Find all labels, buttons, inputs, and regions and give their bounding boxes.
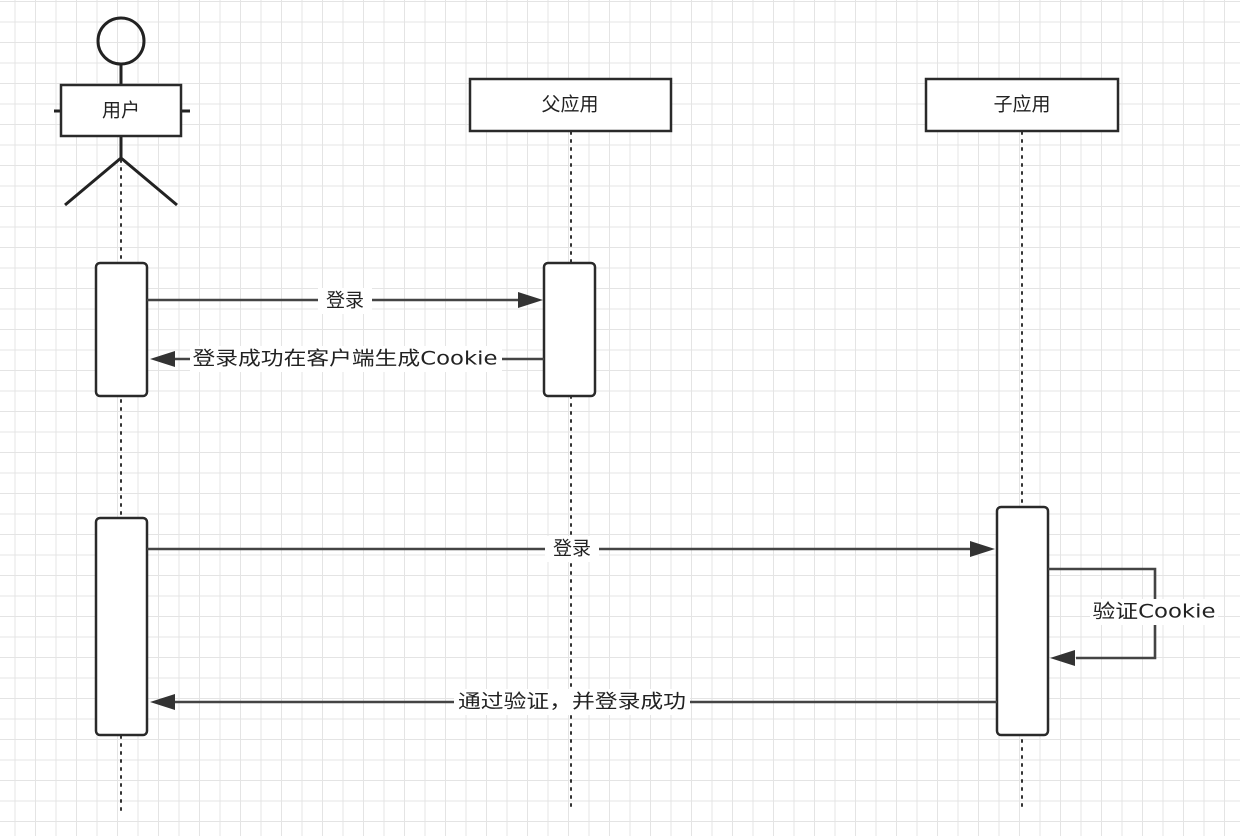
activation-parent-app-1 — [542, 261, 597, 398]
participant-parent-app: 父应用 — [468, 77, 673, 133]
activation-user-1 — [94, 261, 149, 398]
message-login-to-parent: 登录 — [147, 288, 543, 314]
activation-child-app-1 — [995, 505, 1050, 737]
message-login-to-child: 登录 — [147, 536, 995, 562]
arrow-left-icon — [150, 351, 175, 367]
message-verify-cookie-label: 验证Cookie — [1093, 601, 1216, 623]
message-verified-login-success-label: 通过验证，并登录成功 — [458, 691, 686, 713]
arrow-left-icon — [150, 694, 175, 710]
arrow-left-icon — [1050, 650, 1075, 666]
participant-parent-app-label: 父应用 — [541, 94, 598, 116]
message-login-success-cookie: 登录成功在客户端生成Cookie — [150, 346, 544, 372]
message-login-to-parent-label: 登录 — [326, 290, 364, 312]
participant-user-label: 用户 — [102, 100, 140, 122]
arrow-right-icon — [518, 292, 543, 308]
message-verify-cookie: 验证Cookie — [1048, 567, 1218, 666]
message-login-success-cookie-label: 登录成功在客户端生成Cookie — [193, 348, 498, 370]
message-verified-login-success: 通过验证，并登录成功 — [150, 689, 997, 715]
participant-child-app: 子应用 — [924, 77, 1120, 133]
arrow-right-icon — [970, 541, 995, 557]
message-login-to-child-label: 登录 — [553, 538, 591, 560]
participant-user: 用户 — [59, 83, 183, 138]
activation-user-2 — [94, 516, 149, 737]
participant-child-app-label: 子应用 — [993, 94, 1050, 116]
